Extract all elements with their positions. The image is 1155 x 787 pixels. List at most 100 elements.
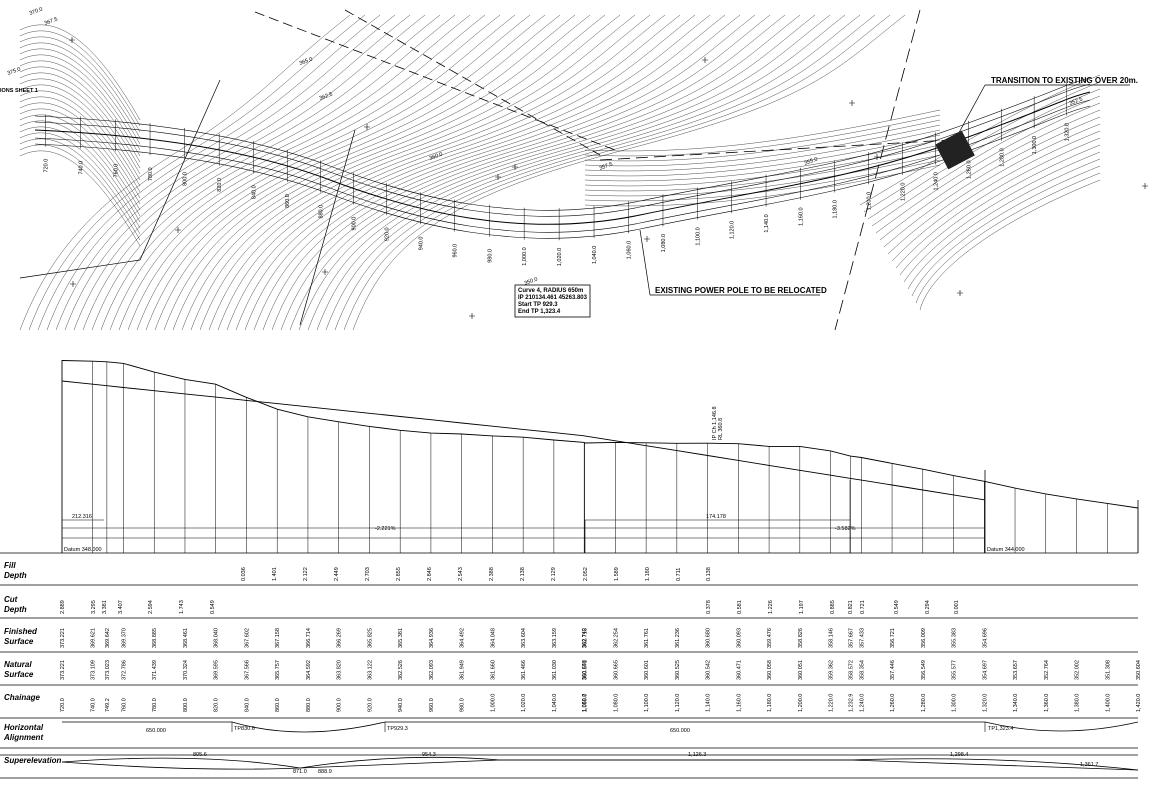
leader-line (639, 229, 651, 296)
finished-surface-value: 362.715 (583, 628, 589, 648)
finished-surface-value: 365.825 (367, 628, 373, 648)
survey-mark-icon (69, 37, 75, 43)
chainage-value: 820.0 (214, 698, 220, 712)
cut-depth-value: 0.885 (830, 600, 836, 614)
chainage-value: 1,020.0 (521, 694, 527, 712)
contour-line (19, 132, 141, 229)
finished-surface-value: 368.885 (152, 628, 158, 648)
chainage-label: 1,140.0 (764, 214, 770, 232)
finished-surface-value: 360.093 (736, 628, 742, 648)
chainage-label: 980.0 (487, 249, 493, 263)
finished-surface-value: 356.009 (921, 628, 927, 648)
chainage-label: 1,100.0 (695, 227, 701, 245)
natural-surface-value: 365.757 (275, 660, 281, 680)
natural-surface-value: 360.525 (675, 660, 681, 680)
natural-surface-value: 358.572 (848, 660, 854, 680)
contour-line (19, 36, 141, 133)
finished-surface-value: 358.826 (798, 628, 804, 648)
chainage-value: 920.0 (367, 698, 373, 712)
superelev-label: 805.6 (193, 752, 207, 758)
table-grid (0, 552, 1138, 779)
contour-line (19, 120, 141, 217)
finished-surface-value: 364.936 (429, 628, 435, 648)
chainage-value: 780.0 (152, 698, 158, 712)
cut-depth-value: 0.001 (954, 600, 960, 614)
contour-line (883, 116, 1101, 248)
chainage-label: 1,060.0 (627, 241, 633, 259)
natural-surface-value: 360.601 (644, 660, 650, 680)
contour-label: 352.5 (1069, 97, 1084, 107)
chainage-value: 1,200.0 (798, 694, 804, 712)
property-boundary-line (834, 9, 921, 331)
survey-mark-icon (702, 57, 708, 63)
datum-right-label: Datum 344.000 (987, 547, 1025, 553)
row-label-superelevation: Superelevation (4, 756, 61, 765)
chainage-label: 820.0 (217, 178, 223, 192)
vc-right-label: 174.178 (706, 514, 726, 520)
contour-line (19, 96, 141, 193)
chainage-label: 1,320.0 (1065, 123, 1071, 141)
cut-depth-value: 0.821 (848, 600, 854, 614)
contour-label: 360.0 (429, 152, 444, 162)
natural-surface-value: 357.446 (890, 660, 896, 680)
contour-line (244, 14, 726, 331)
chainage-value: 1,000.0 (490, 694, 496, 712)
road-edge-line (34, 83, 1091, 217)
survey-mark-icon (512, 164, 518, 170)
design-grade-line (61, 380, 985, 501)
fill-depth-value: 0.036 (241, 567, 247, 581)
leader-line (299, 129, 356, 326)
contour-line (584, 119, 941, 162)
chainage-value: 1,320.0 (982, 694, 988, 712)
contour-label: 357.5 (599, 162, 614, 172)
contour-line (19, 138, 141, 235)
chainage-label: 1,020.0 (557, 248, 563, 266)
finished-surface-value: 357.433 (859, 628, 865, 648)
contour-line (298, 14, 816, 331)
survey-mark-icon (849, 100, 855, 106)
chainage-value: 960.0 (429, 698, 435, 712)
contour-line (199, 14, 651, 331)
natural-surface-value: 360.542 (706, 660, 712, 680)
contour-line (217, 14, 681, 331)
leader-line (139, 79, 221, 261)
fill-depth-value: 1.180 (645, 567, 651, 581)
finished-surface-value: 364.492 (460, 628, 466, 648)
fill-depth-value: 1.401 (272, 567, 278, 581)
cut-depth-value: 0.549 (210, 600, 216, 614)
ip-rl-label: RL 360.8 (718, 418, 724, 440)
contour-line (235, 14, 711, 331)
survey-mark-icon (1142, 183, 1148, 189)
chainage-value: 1,300.0 (952, 694, 958, 712)
finished-surface-value: 359.476 (767, 628, 773, 648)
natural-surface-value: 359.362 (829, 660, 835, 680)
fill-depth-value: 2.052 (583, 567, 589, 581)
chainage-label: 880.0 (319, 205, 325, 219)
fill-depth-value: 2.543 (458, 567, 464, 581)
chainage-label: 840.0 (251, 185, 257, 199)
survey-mark-icon (175, 227, 181, 233)
finished-surface-value: 356.721 (890, 628, 896, 648)
curve-box-line: Start TP 929.3 (518, 302, 558, 308)
chainage-value: 760.0 (121, 698, 127, 712)
contour-line (19, 48, 141, 145)
chainage-label: 740.0 (78, 161, 84, 175)
chainage-label: 960.0 (453, 244, 459, 258)
chainage-value: 740.0 (91, 698, 97, 712)
chainage-value: 1,180.0 (767, 694, 773, 712)
contour-label: 355.0 (804, 157, 819, 167)
contour-line (919, 179, 1101, 311)
grade-left-label: -2.221% (375, 526, 396, 532)
chainage-label: 900.0 (351, 217, 357, 231)
longitudinal-profile: 212.316 174.178 -2.221% -3.582% Datum 34… (61, 360, 1139, 553)
chainage-value: 900.0 (337, 698, 343, 712)
finished-surface-value: 354.696 (982, 628, 988, 648)
chainage-value: 1,260.0 (890, 694, 896, 712)
cut-depth-value: 0.294 (925, 600, 931, 614)
contour-line (46, 14, 396, 331)
contour-label: 362.5 (319, 92, 334, 102)
